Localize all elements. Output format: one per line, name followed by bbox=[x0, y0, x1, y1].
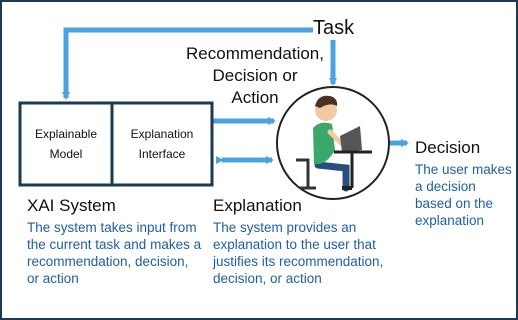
task-to-system-arrow bbox=[62, 27, 313, 100]
task-label: Task bbox=[313, 17, 355, 39]
xai-system-title: XAI System bbox=[27, 196, 116, 215]
explanation-interface-line: Explanation bbox=[130, 127, 194, 141]
explanation-title: Explanation bbox=[213, 196, 302, 215]
explanation-interface-box bbox=[110, 101, 214, 187]
user-icon bbox=[276, 86, 390, 200]
explainable-model-line: Model bbox=[49, 147, 83, 161]
recommendation-label: Recommendation, Decision or Action bbox=[150, 43, 360, 109]
explanation-interface-line: Interface bbox=[138, 147, 186, 161]
recommendation-line: Action bbox=[231, 88, 279, 107]
explainable-model-label: Explainable Model bbox=[20, 124, 112, 164]
explanation-interface-label: Explanation Interface bbox=[112, 124, 212, 164]
recommendation-line: Recommendation, bbox=[186, 44, 324, 63]
recommendation-line: Decision or bbox=[212, 66, 298, 85]
explanation-description: The system provides an explanation to th… bbox=[213, 220, 384, 286]
decision-title: Decision bbox=[415, 138, 481, 157]
explainable-model-line: Explainable bbox=[34, 127, 98, 141]
decision-description: The user makes a decision based on the e… bbox=[415, 162, 512, 228]
xai-system-description: The system takes input from the current … bbox=[27, 220, 202, 286]
